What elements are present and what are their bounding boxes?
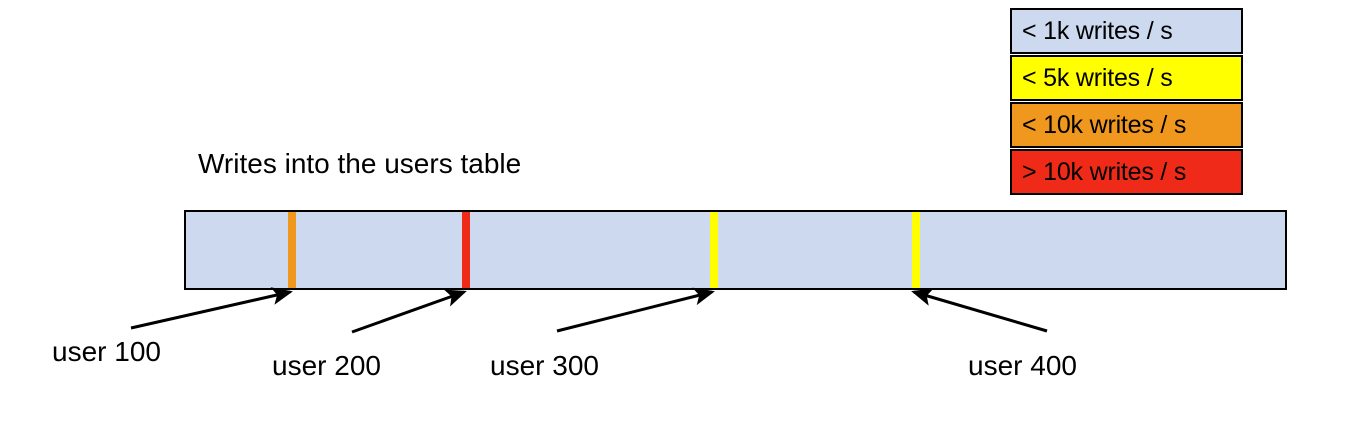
writes-rate-legend: < 1k writes / s < 5k writes / s < 10k writ… (1010, 8, 1243, 195)
legend-item-label: < 10k writes / s (1022, 110, 1187, 139)
legend-item-label: < 5k writes / s (1022, 63, 1173, 92)
legend-item-label: > 10k writes / s (1022, 157, 1187, 186)
callout-user-300-arrow (556, 287, 715, 333)
callout-user-100-arrow (130, 287, 293, 330)
marker-user-400 (912, 212, 920, 288)
bar-title: Writes into the users table (198, 148, 522, 179)
callout-user-400-label: user 400 (968, 350, 1077, 381)
legend-item-2: < 5k writes / s (1010, 55, 1243, 101)
marker-user-200 (462, 212, 470, 288)
legend-item-1: < 1k writes / s (1010, 8, 1243, 54)
callout-user-100-label: user 100 (52, 336, 161, 367)
marker-user-300 (710, 212, 718, 288)
legend-item-label: < 1k writes / s (1022, 16, 1173, 45)
callout-user-200-arrow (351, 289, 467, 334)
callout-user-200-label: user 200 (272, 350, 381, 381)
legend-item-4: > 10k writes / s (1010, 149, 1243, 195)
legend-item-3: < 10k writes / s (1010, 102, 1243, 148)
users-table-bar (184, 210, 1287, 290)
marker-user-100 (288, 212, 296, 288)
callout-user-400-arrow (911, 288, 1048, 333)
callout-user-300-label: user 300 (490, 350, 599, 381)
